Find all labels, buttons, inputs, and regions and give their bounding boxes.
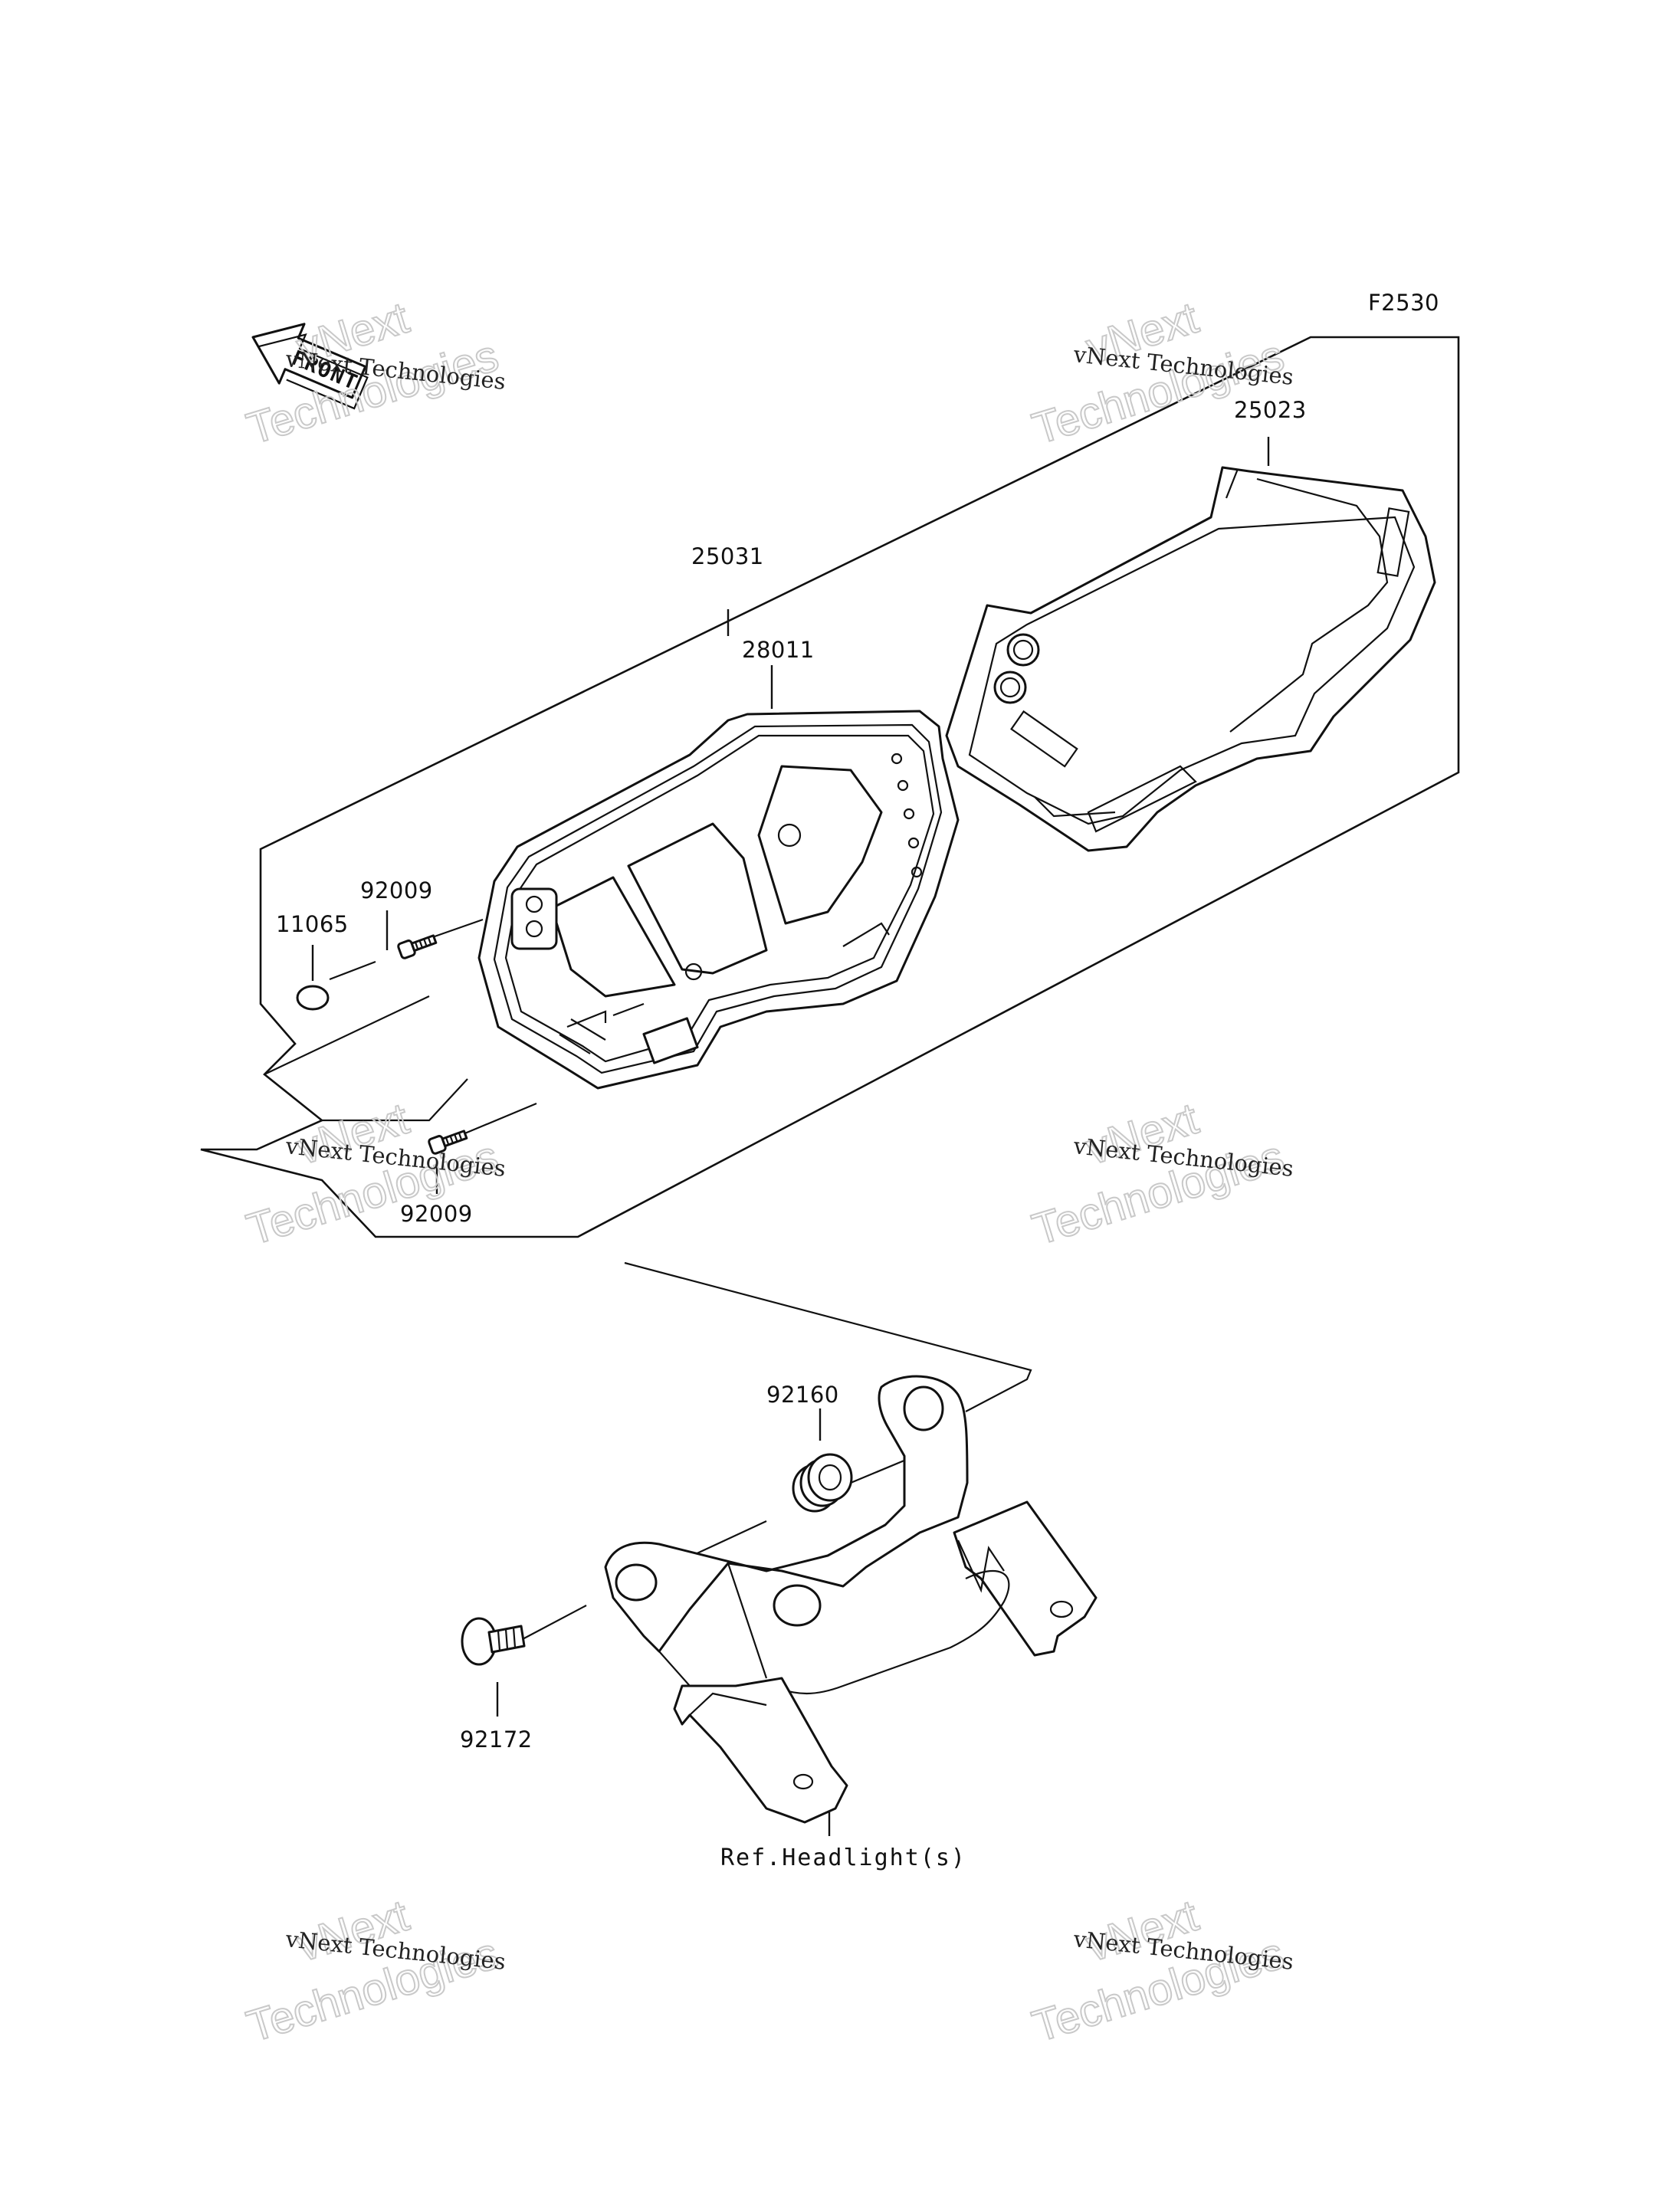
frame-inner-step xyxy=(264,995,468,1122)
meter-bracket xyxy=(604,1375,1098,1824)
part-label-92009-lower: 92009 xyxy=(400,1201,473,1227)
leader-lines xyxy=(311,437,1270,1836)
part-labels: 25023 25031 28011 92009 11065 92009 9216… xyxy=(276,397,1307,1871)
part-label-92172: 92172 xyxy=(460,1726,533,1753)
figure-code: F2530 xyxy=(1368,290,1439,316)
meter-cover xyxy=(945,466,1436,852)
meter-assembly xyxy=(477,710,960,1090)
watermark-top-right: vNext Technologies vNext Technologies xyxy=(1026,292,1295,455)
screw-92009-upper xyxy=(397,934,438,959)
watermark-mid-left: vNext Technologies vNext Technologies xyxy=(241,1093,507,1256)
watermark-mid-right: vNext Technologies vNext Technologies xyxy=(1026,1093,1295,1256)
cap-11065 xyxy=(296,985,330,1011)
screw-92009-lower xyxy=(428,1130,468,1155)
bolt-92172 xyxy=(461,1617,526,1666)
part-label-25023: 25023 xyxy=(1234,397,1307,423)
reference-note-headlight: Ref.Headlight(s) xyxy=(720,1844,966,1871)
assembly-frame-outline xyxy=(200,336,1460,1238)
watermark-bottom-left: vNext Technologies vNext Technologies xyxy=(241,1890,507,2053)
part-label-11065: 11065 xyxy=(276,911,349,937)
part-label-25031: 25031 xyxy=(691,543,764,569)
part-label-92160: 92160 xyxy=(766,1382,839,1408)
part-label-28011: 28011 xyxy=(742,637,815,663)
damper-92160 xyxy=(792,1453,853,1513)
part-label-92009-upper: 92009 xyxy=(360,877,433,903)
watermark-bottom-right: vNext Technologies vNext Technologies xyxy=(1026,1890,1295,2053)
